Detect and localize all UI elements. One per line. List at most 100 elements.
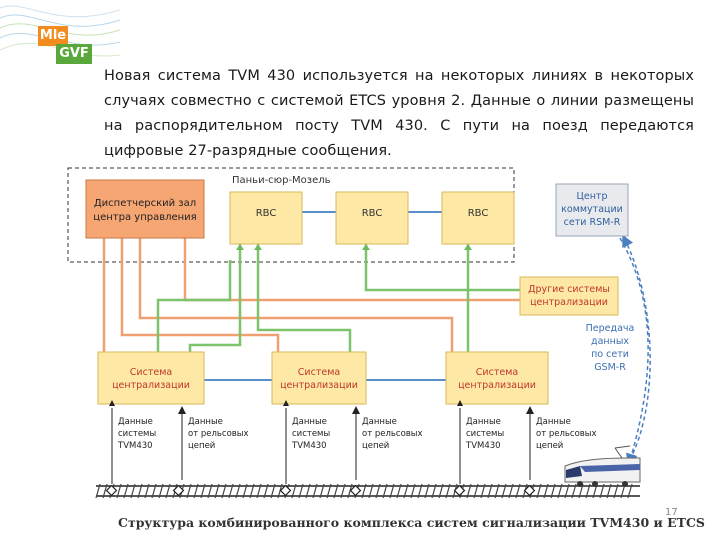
gsm-r-link [619, 237, 649, 466]
gsm-center-line2: коммутации [561, 204, 623, 215]
track-tie [270, 483, 276, 499]
track-tie [613, 483, 619, 499]
gsm-center-box [555, 183, 629, 237]
intro-paragraph: Новая система TVM 430 используется на не… [104, 68, 694, 159]
track-data-1-l2: от рельсовых [188, 429, 249, 439]
track-tie [263, 483, 269, 499]
track-tie [431, 483, 437, 499]
rbc-bus [204, 211, 446, 381]
track-tie [144, 483, 150, 499]
track-data-3-l2: от рельсовых [536, 429, 597, 439]
dispatch-links [102, 238, 520, 352]
region-label: Паньи-сюр-Мозель [232, 175, 331, 186]
track-tie [473, 483, 479, 499]
interlocking-3-line1: Система [476, 367, 518, 378]
gsm-center-line1: Центр [577, 191, 608, 202]
rbc-links [156, 244, 520, 352]
tvm-data-2-l1: Данные [292, 417, 327, 427]
track-tie [627, 483, 633, 499]
track-data-3-l1: Данные [536, 417, 571, 427]
track-tie [382, 483, 388, 499]
track-tie [249, 483, 255, 499]
other-systems-line2: централизации [530, 297, 608, 308]
track-tie [403, 483, 409, 499]
track-tie [487, 483, 493, 499]
track-tie [466, 483, 472, 499]
track-tie [242, 483, 248, 499]
track-tie [305, 483, 311, 499]
track-tie [221, 483, 227, 499]
rbc-label-3: RBC [468, 208, 489, 219]
track-tie [207, 483, 213, 499]
track-tie [228, 483, 234, 499]
track-tie [102, 483, 108, 499]
track-tie [606, 483, 612, 499]
interlocking-1-line1: Система [130, 367, 172, 378]
track-tie [585, 483, 591, 499]
interlocking-box-2 [271, 351, 367, 405]
track-tie [123, 483, 129, 499]
rbc-label-2: RBC [362, 208, 383, 219]
track-tie [368, 483, 374, 499]
track-tie [333, 483, 339, 499]
logo-mle: Mle [38, 26, 68, 46]
track-tie [599, 483, 605, 499]
track-tie [501, 483, 507, 499]
track-data-3-l3: цепей [536, 441, 563, 451]
track-tie [557, 483, 563, 499]
track-tie [277, 483, 283, 499]
track-data-1-l3: цепей [188, 441, 215, 451]
interlocking-box-3 [445, 351, 549, 405]
track-tie [571, 483, 577, 499]
track-tie [389, 483, 395, 499]
interlocking-2-line2: централизации [280, 380, 358, 391]
track-tie [235, 483, 241, 499]
gsm-center-line3: сети RSM-R [564, 217, 621, 228]
track-tie [158, 483, 164, 499]
track-tie [515, 483, 521, 499]
track-tie [347, 483, 353, 499]
track-tie [137, 483, 143, 499]
track-tie [298, 483, 304, 499]
diagram-caption: Структура комбинированного комплекса сис… [118, 515, 705, 530]
tvm-data-2-l2: системы [292, 429, 330, 439]
track-tie [375, 483, 381, 499]
track-tie [536, 483, 542, 499]
track-tie [494, 483, 500, 499]
other-systems-line1: Другие системы [528, 284, 610, 295]
tvm-data-1-l3: TVM430 [117, 441, 153, 451]
track-data-2-l3: цепей [362, 441, 389, 451]
tvm-data-3-l1: Данные [466, 417, 501, 427]
tvm-data-1-l1: Данные [118, 417, 153, 427]
interlocking-2-line1: Система [298, 367, 340, 378]
company-logo: Mle GVF [38, 26, 92, 64]
track-tie [438, 483, 444, 499]
interlocking-3-line2: централизации [458, 380, 536, 391]
track-tie [151, 483, 157, 499]
railway-track [95, 483, 640, 499]
transfer-line2: данных [591, 336, 629, 347]
track-tie [326, 483, 332, 499]
track-tie [130, 483, 136, 499]
track-tie [291, 483, 297, 499]
track-tie [214, 483, 220, 499]
train-icon [564, 445, 641, 487]
track-tie [95, 483, 101, 499]
rbc-box-2 [335, 191, 409, 245]
tvm-data-3-l2: системы [466, 429, 504, 439]
dispatch-line2: центра управления [93, 212, 196, 223]
track-tie [186, 483, 192, 499]
rbc-box-3 [441, 191, 515, 245]
track-tie [543, 483, 549, 499]
track-data-2-l1: Данные [362, 417, 397, 427]
tvm-data-2-l3: TVM430 [291, 441, 327, 451]
track-tie [396, 483, 402, 499]
page-number: 17 [665, 507, 678, 518]
transfer-line4: GSM-R [594, 362, 626, 373]
track-data-1-l1: Данные [188, 417, 223, 427]
track-tie [340, 483, 346, 499]
track-tie [200, 483, 206, 499]
dispatch-box [85, 179, 205, 239]
track-tie [424, 483, 430, 499]
track-tie [361, 483, 367, 499]
